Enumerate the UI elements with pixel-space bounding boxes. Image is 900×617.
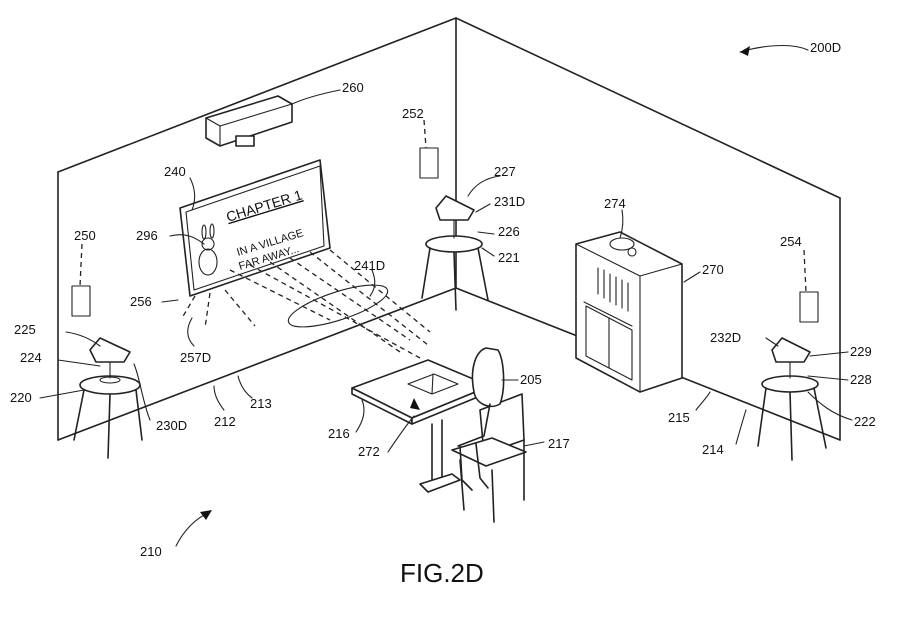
label-270: 270	[702, 262, 724, 277]
label-222: 222	[854, 414, 876, 429]
label-229: 229	[850, 344, 872, 359]
label-216: 216	[328, 426, 350, 441]
lamp-table-right	[757, 337, 827, 461]
label-296: 296	[136, 228, 158, 243]
label-252: 252	[402, 106, 424, 121]
chair-and-child	[451, 347, 527, 523]
bunny-character	[198, 223, 218, 276]
label-272: 272	[358, 444, 380, 459]
label-200D: 200D	[810, 40, 841, 55]
lamp-table-center	[421, 195, 489, 311]
label-225: 225	[14, 322, 36, 337]
label-215: 215	[668, 410, 690, 425]
sensor-250	[71, 285, 91, 317]
label-241D: 241D	[354, 258, 385, 273]
label-256: 256	[130, 294, 152, 309]
label-274: 274	[604, 196, 626, 211]
label-212: 212	[214, 414, 236, 429]
projection-rays	[181, 249, 431, 359]
figure-caption: FIG.2D	[400, 558, 484, 588]
label-221: 221	[498, 250, 520, 265]
label-205: 205	[520, 372, 542, 387]
label-240: 240	[164, 164, 186, 179]
projector	[205, 95, 293, 147]
label-231D: 231D	[494, 194, 525, 209]
label-250: 250	[74, 228, 96, 243]
label-214: 214	[702, 442, 724, 457]
label-227: 227	[494, 164, 516, 179]
sensor-252	[419, 147, 439, 179]
label-228: 228	[850, 372, 872, 387]
label-224: 224	[20, 350, 42, 365]
reference-labels: 200D 260 252 240 227 231D 226 221 296 25…	[10, 40, 876, 559]
label-257D: 257D	[180, 350, 211, 365]
label-254: 254	[780, 234, 802, 249]
label-210: 210	[140, 544, 162, 559]
label-217: 217	[548, 436, 570, 451]
label-260: 260	[342, 80, 364, 95]
label-213: 213	[250, 396, 272, 411]
leader-lines	[39, 45, 853, 547]
bookcase	[575, 231, 683, 393]
label-232D: 232D	[710, 330, 741, 345]
sensor-254	[799, 291, 819, 323]
label-226: 226	[498, 224, 520, 239]
label-220: 220	[10, 390, 32, 405]
reading-table	[351, 359, 491, 493]
label-230D: 230D	[156, 418, 187, 433]
display-screen: CHAPTER 1 IN A VILLAGE FAR AWAY...	[179, 159, 331, 297]
lamp-table-left	[73, 337, 143, 459]
